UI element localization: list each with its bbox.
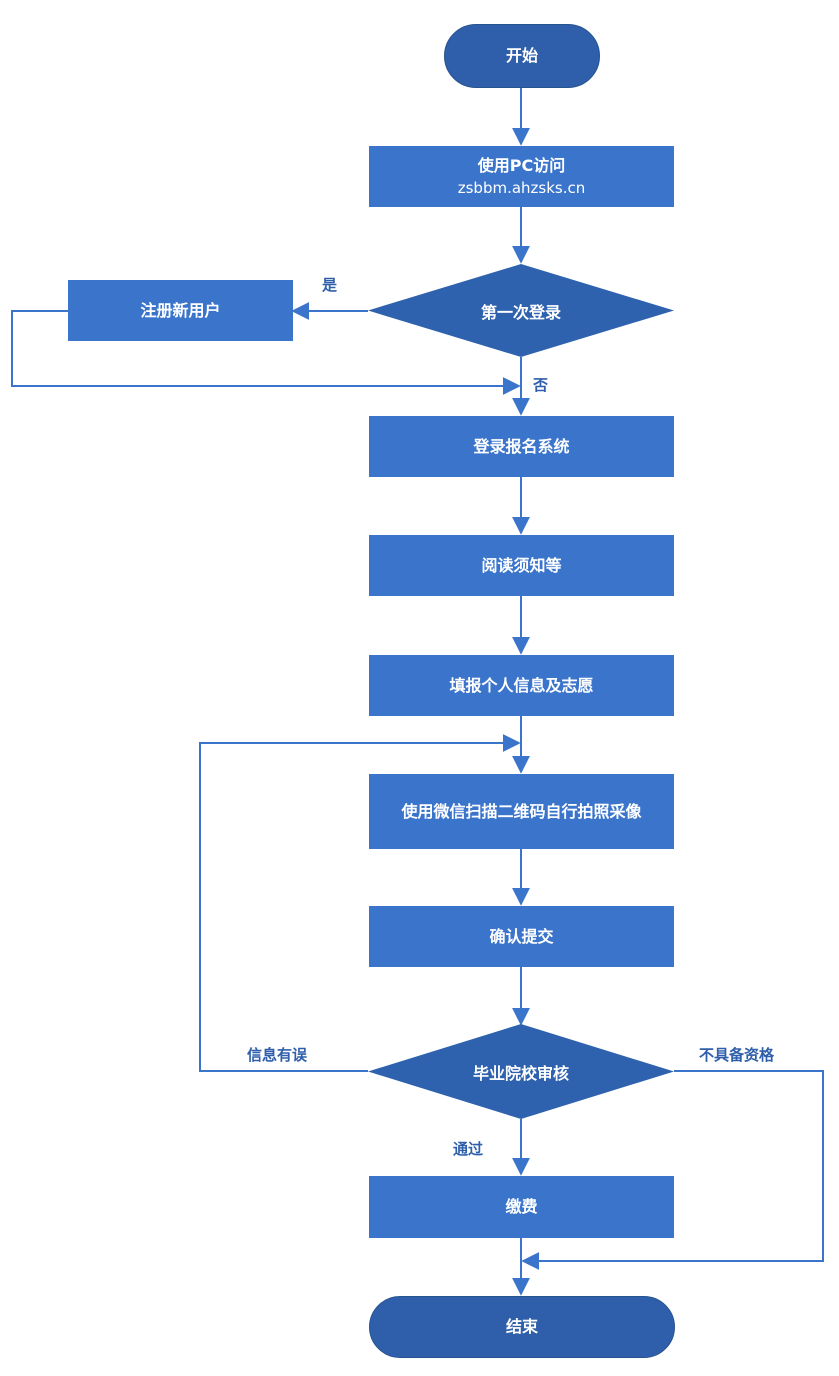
login-label: 登录报名系统	[473, 436, 570, 456]
read-node: 阅读须知等	[369, 535, 674, 596]
confirm-node: 确认提交	[369, 906, 674, 967]
login-node: 登录报名系统	[369, 416, 674, 477]
edge-label-pass: 通过	[453, 1140, 484, 1158]
first-login-label: 第一次登录	[480, 302, 561, 322]
arrow-review-unqualified	[521, 1070, 824, 1270]
edge-label-error: 信息有误	[247, 1046, 308, 1064]
end-label: 结束	[505, 1317, 538, 1336]
first-login-decision: 第一次登录	[368, 264, 674, 357]
pay-node: 缴费	[369, 1176, 674, 1238]
visit-url: zsbbm.ahzsks.cn	[457, 178, 586, 197]
photo-node: 使用微信扫描二维码自行拍照采像	[369, 774, 674, 849]
start-node: 开始	[444, 24, 600, 88]
start-label: 开始	[505, 46, 538, 65]
review-decision: 毕业院校审核	[368, 1024, 674, 1119]
register-node: 注册新用户	[68, 280, 293, 341]
register-label: 注册新用户	[140, 300, 221, 320]
review-diamond	[368, 1024, 674, 1119]
edge-label-yes: 是	[322, 276, 338, 294]
fill-node: 填报个人信息及志愿	[369, 655, 674, 716]
visit-pc-node: 使用PC访问 zsbbm.ahzsks.cn	[369, 146, 674, 207]
review-label: 毕业院校审核	[472, 1063, 569, 1083]
edge-label-unqualified: 不具备资格	[699, 1046, 775, 1064]
photo-label: 使用微信扫描二维码自行拍照采像	[401, 801, 642, 821]
pay-label: 缴费	[505, 1197, 538, 1216]
arrow-review-error-loop	[199, 734, 521, 1072]
end-node: 结束	[369, 1296, 675, 1358]
visit-label: 使用PC访问	[477, 155, 566, 175]
read-label: 阅读须知等	[481, 555, 562, 575]
fill-label: 填报个人信息及志愿	[449, 675, 594, 695]
arrow-register-to-join	[11, 310, 521, 395]
confirm-label: 确认提交	[489, 926, 554, 946]
edge-label-no: 否	[533, 376, 549, 394]
first-login-diamond	[368, 264, 674, 357]
